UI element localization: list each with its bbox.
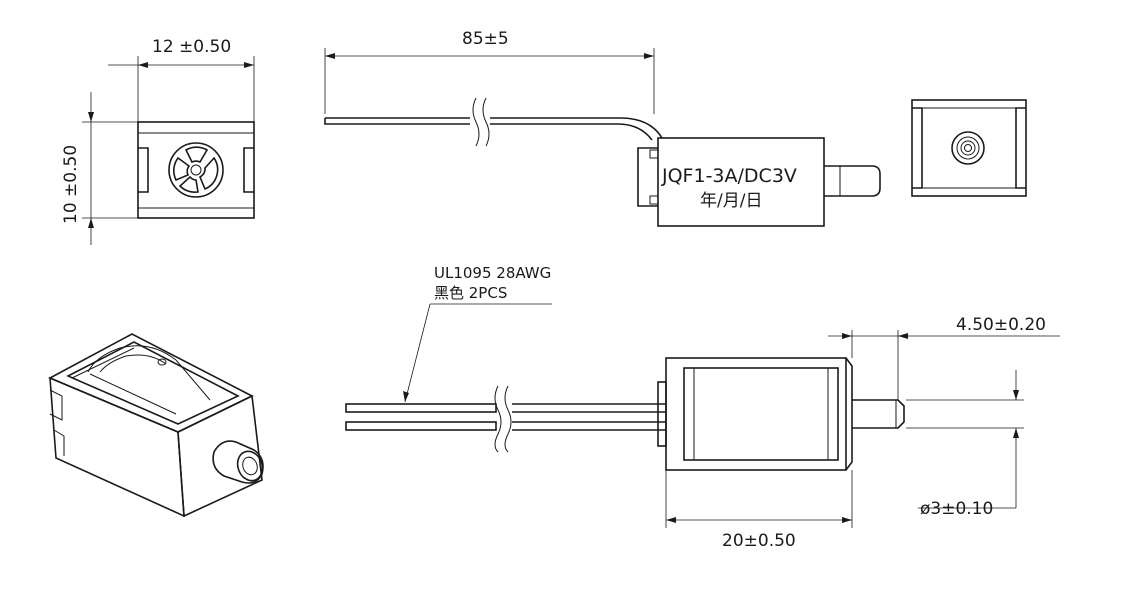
dimension-plunger-diameter: ø3±0.10: [906, 370, 1024, 519]
front-view: [137, 121, 255, 219]
isometric-view: [48, 333, 264, 518]
wire-callout: UL1095 28AWG 黑色 2PCS: [403, 264, 552, 403]
dimension-body-length: 20±0.50: [665, 470, 853, 551]
plunger-extension-label: 4.50±0.20: [956, 315, 1046, 335]
end-view: [911, 99, 1027, 197]
wire-color-label: 黑色 2PCS: [434, 284, 507, 302]
dimension-width: 12 ±0.50: [108, 37, 255, 122]
body-length-label: 20±0.50: [722, 531, 796, 551]
dimension-height: 10 ±0.50: [61, 92, 138, 245]
lead-length-label: 85±5: [462, 29, 509, 49]
side-view: JQF1-3A/DC3V 年/月/日: [324, 97, 881, 227]
dimension-plunger-extension: 4.50±0.20: [828, 315, 1060, 400]
date-label: 年/月/日: [700, 191, 762, 211]
plunger-diameter-label: ø3±0.10: [920, 499, 993, 519]
height-dimension-label: 10 ±0.50: [61, 145, 81, 224]
model-label: JQF1-3A/DC3V: [661, 165, 797, 187]
width-dimension-label: 12 ±0.50: [152, 37, 231, 57]
top-view: [345, 357, 905, 471]
wire-spec-label: UL1095 28AWG: [434, 264, 551, 282]
dimension-lead-length: 85±5: [324, 29, 655, 114]
